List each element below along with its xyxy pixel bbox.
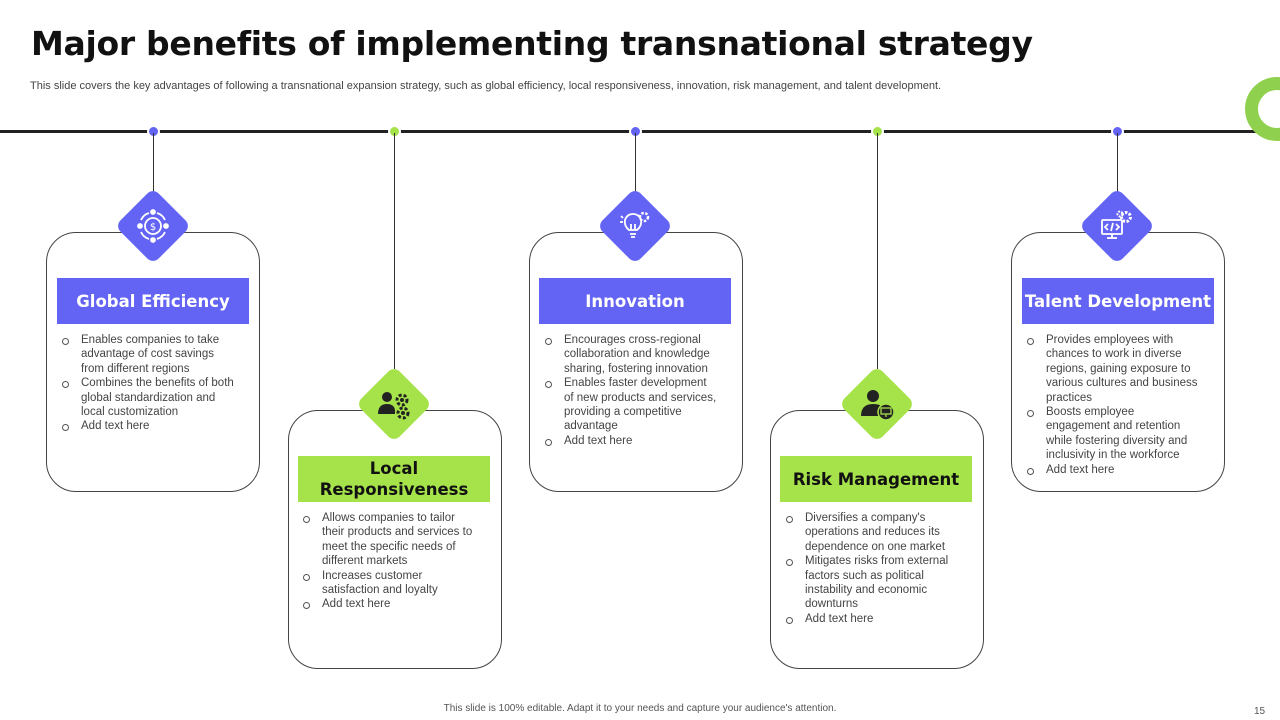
- benefit-bullets-local-responsiveness: Allows companies to tailor their product…: [302, 511, 477, 612]
- slide-subtitle: This slide covers the key advantages of …: [30, 80, 942, 92]
- bullet-item: Diversifies a company's operations and r…: [785, 511, 960, 554]
- people-gears-icon: [367, 377, 421, 431]
- page-number: 15: [1254, 706, 1266, 717]
- timeline-stem-3: [635, 133, 636, 193]
- benefit-bullets-global-efficiency: Enables companies to take advantage of c…: [61, 333, 236, 434]
- bullet-item: Enables companies to take advantage of c…: [61, 333, 236, 376]
- benefit-bullets-talent-development: Provides employees with chances to work …: [1026, 333, 1201, 477]
- timeline-stem-5: [1117, 133, 1118, 193]
- bullet-item: Allows companies to tailor their product…: [302, 511, 477, 569]
- slide-footer: This slide is 100% editable. Adapt it to…: [443, 703, 837, 714]
- bullet-item: Encourages cross-regional collaboration …: [544, 333, 719, 376]
- benefit-title-risk-management: Risk Management: [780, 456, 972, 502]
- benefit-bullets-risk-management: Diversifies a company's operations and r…: [785, 511, 960, 626]
- benefit-title-local-responsiveness: Local Responsiveness: [298, 456, 490, 502]
- benefit-card-global-efficiency: [46, 232, 260, 492]
- bullet-item: Add text here: [1026, 463, 1201, 477]
- bullet-item: Provides employees with chances to work …: [1026, 333, 1201, 405]
- timeline-stem-1: [153, 133, 154, 193]
- benefit-card-innovation: [529, 232, 743, 492]
- benefit-bullets-innovation: Encourages cross-regional collaboration …: [544, 333, 719, 448]
- bullet-item: Increases customer satisfaction and loya…: [302, 569, 477, 598]
- benefit-card-talent-development: [1011, 232, 1225, 492]
- bullet-item: Add text here: [785, 612, 960, 626]
- lightbulb-gear-icon: [608, 199, 662, 253]
- bullet-item: Add text here: [302, 597, 477, 611]
- globe-dollar-icon: $: [126, 199, 180, 253]
- benefit-title-global-efficiency: Global Efficiency: [57, 278, 249, 324]
- bullet-item: Add text here: [544, 434, 719, 448]
- slide-title: Major benefits of implementing transnati…: [31, 24, 1033, 63]
- person-monitor-icon: [850, 377, 904, 431]
- bullet-item: Combines the benefits of both global sta…: [61, 376, 236, 419]
- timeline-stem-4: [877, 133, 878, 369]
- bullet-item: Enables faster development of new produc…: [544, 376, 719, 434]
- code-monitor-gears-icon: [1090, 199, 1144, 253]
- benefit-card-risk-management: [770, 410, 984, 669]
- benefit-title-innovation: Innovation: [539, 278, 731, 324]
- benefit-card-local-responsiveness: [288, 410, 502, 669]
- bullet-item: Mitigates risks from external factors su…: [785, 554, 960, 612]
- bullet-item: Boosts employee engagement and retention…: [1026, 405, 1201, 463]
- svg-text:$: $: [150, 222, 156, 233]
- bullet-item: Add text here: [61, 419, 236, 433]
- timeline-stem-2: [394, 133, 395, 369]
- benefit-title-talent-development: Talent Development: [1022, 278, 1214, 324]
